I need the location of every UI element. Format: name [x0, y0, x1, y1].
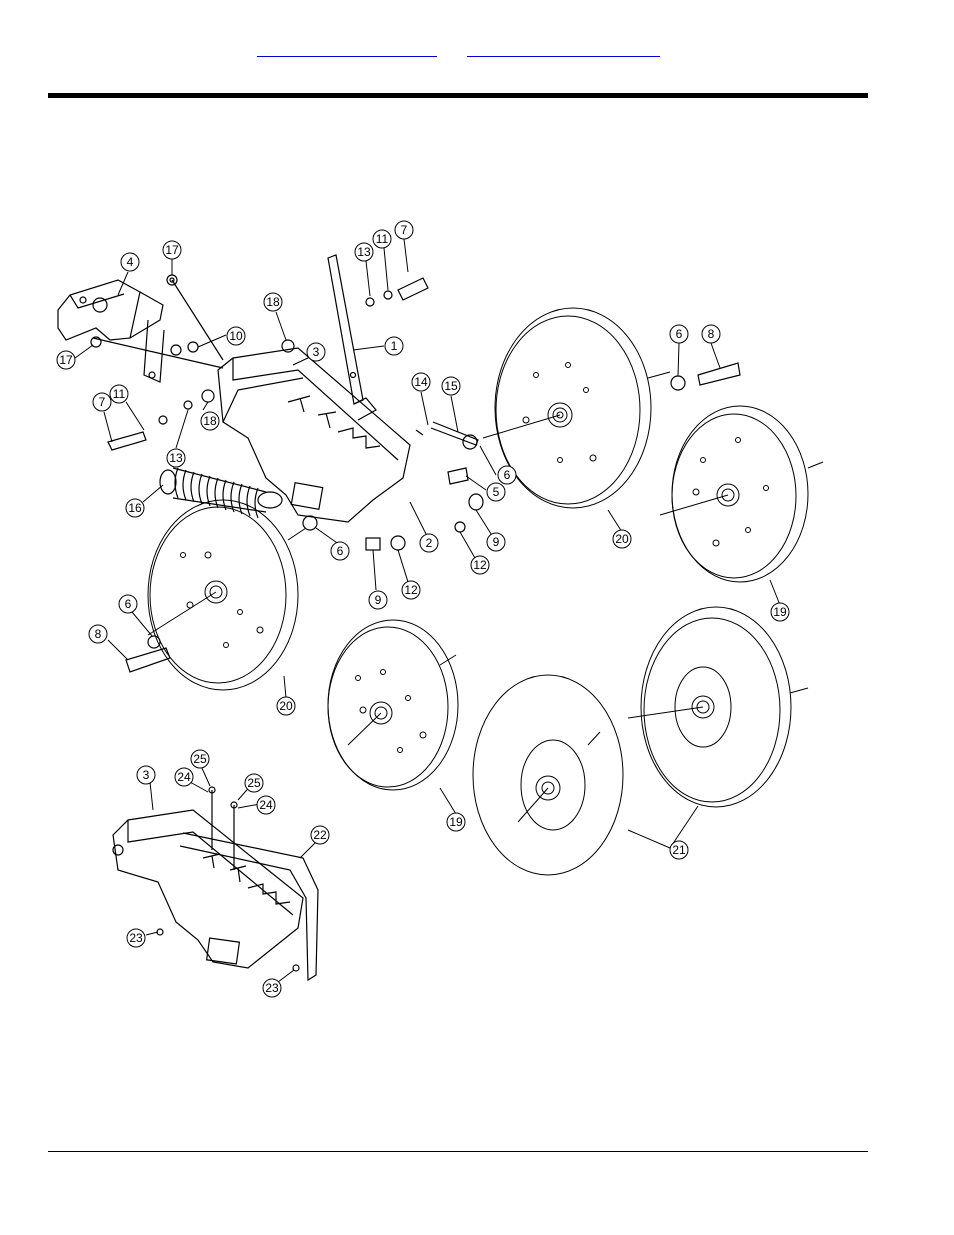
callout-number: 13: [169, 451, 183, 465]
parts-diagram: 4171710181311731711131816141565629129126…: [56, 220, 824, 998]
callout-number: 18: [266, 295, 280, 309]
callout-number: 24: [259, 798, 273, 812]
callout-number: 21: [672, 843, 686, 857]
callout-number: 9: [493, 535, 500, 549]
callout-number: 11: [113, 387, 126, 401]
callout-number: 8: [95, 627, 102, 641]
frame-assembly: [57, 254, 741, 673]
disc-21-a: [472, 674, 624, 876]
callout-number: 12: [473, 558, 487, 572]
callout-number: 24: [177, 770, 191, 784]
callout-number: 19: [773, 605, 787, 619]
callout-number: 7: [401, 223, 408, 237]
callout-number: 12: [404, 583, 418, 597]
callout-number: 23: [265, 981, 279, 995]
wheel-19-bottom: [327, 619, 459, 791]
callout-number: 19: [449, 815, 463, 829]
callout-number: 1: [391, 339, 398, 353]
callout-number: 18: [203, 414, 217, 428]
header-link-1[interactable]: [257, 40, 437, 57]
callout-number: 6: [337, 544, 344, 558]
callout-number: 9: [375, 593, 382, 607]
spring-16: [159, 467, 283, 519]
header-links: [0, 40, 954, 60]
callout-number: 6: [504, 468, 511, 482]
callout-number: 17: [165, 243, 179, 257]
wheel-20-left: [147, 499, 307, 691]
wheel-20-top: [482, 307, 671, 509]
callout-number: 20: [279, 699, 293, 713]
callout-number: 15: [444, 379, 458, 393]
callout-number: 6: [125, 597, 132, 611]
callout-number: 6: [676, 327, 683, 341]
callout-number: 25: [193, 752, 207, 766]
disc-21-b: [627, 606, 809, 808]
callout-number: 3: [143, 768, 150, 782]
callout-number: 11: [376, 232, 389, 246]
top-rule: [48, 93, 868, 98]
callout-number: 10: [229, 329, 243, 343]
callout-number: 4: [127, 255, 134, 269]
callout-number: 22: [313, 828, 327, 842]
callout-number: 3: [313, 345, 320, 359]
callout-number: 14: [414, 375, 428, 389]
callout-number: 20: [615, 532, 629, 546]
callout-number: 7: [99, 395, 106, 409]
callout-number: 5: [493, 485, 500, 499]
callout-number: 17: [59, 353, 73, 367]
inset-assembly: [112, 786, 319, 982]
callout-number: 13: [357, 245, 371, 259]
callouts: [56, 220, 790, 998]
callout-number: 2: [426, 536, 433, 550]
callout-number: 8: [708, 327, 715, 341]
bottom-rule: [48, 1151, 868, 1152]
callout-number: 23: [129, 931, 143, 945]
callout-number: 16: [128, 501, 142, 515]
wheel-19-right: [659, 405, 824, 583]
header-link-2[interactable]: [467, 40, 660, 57]
callout-number: 25: [247, 776, 261, 790]
